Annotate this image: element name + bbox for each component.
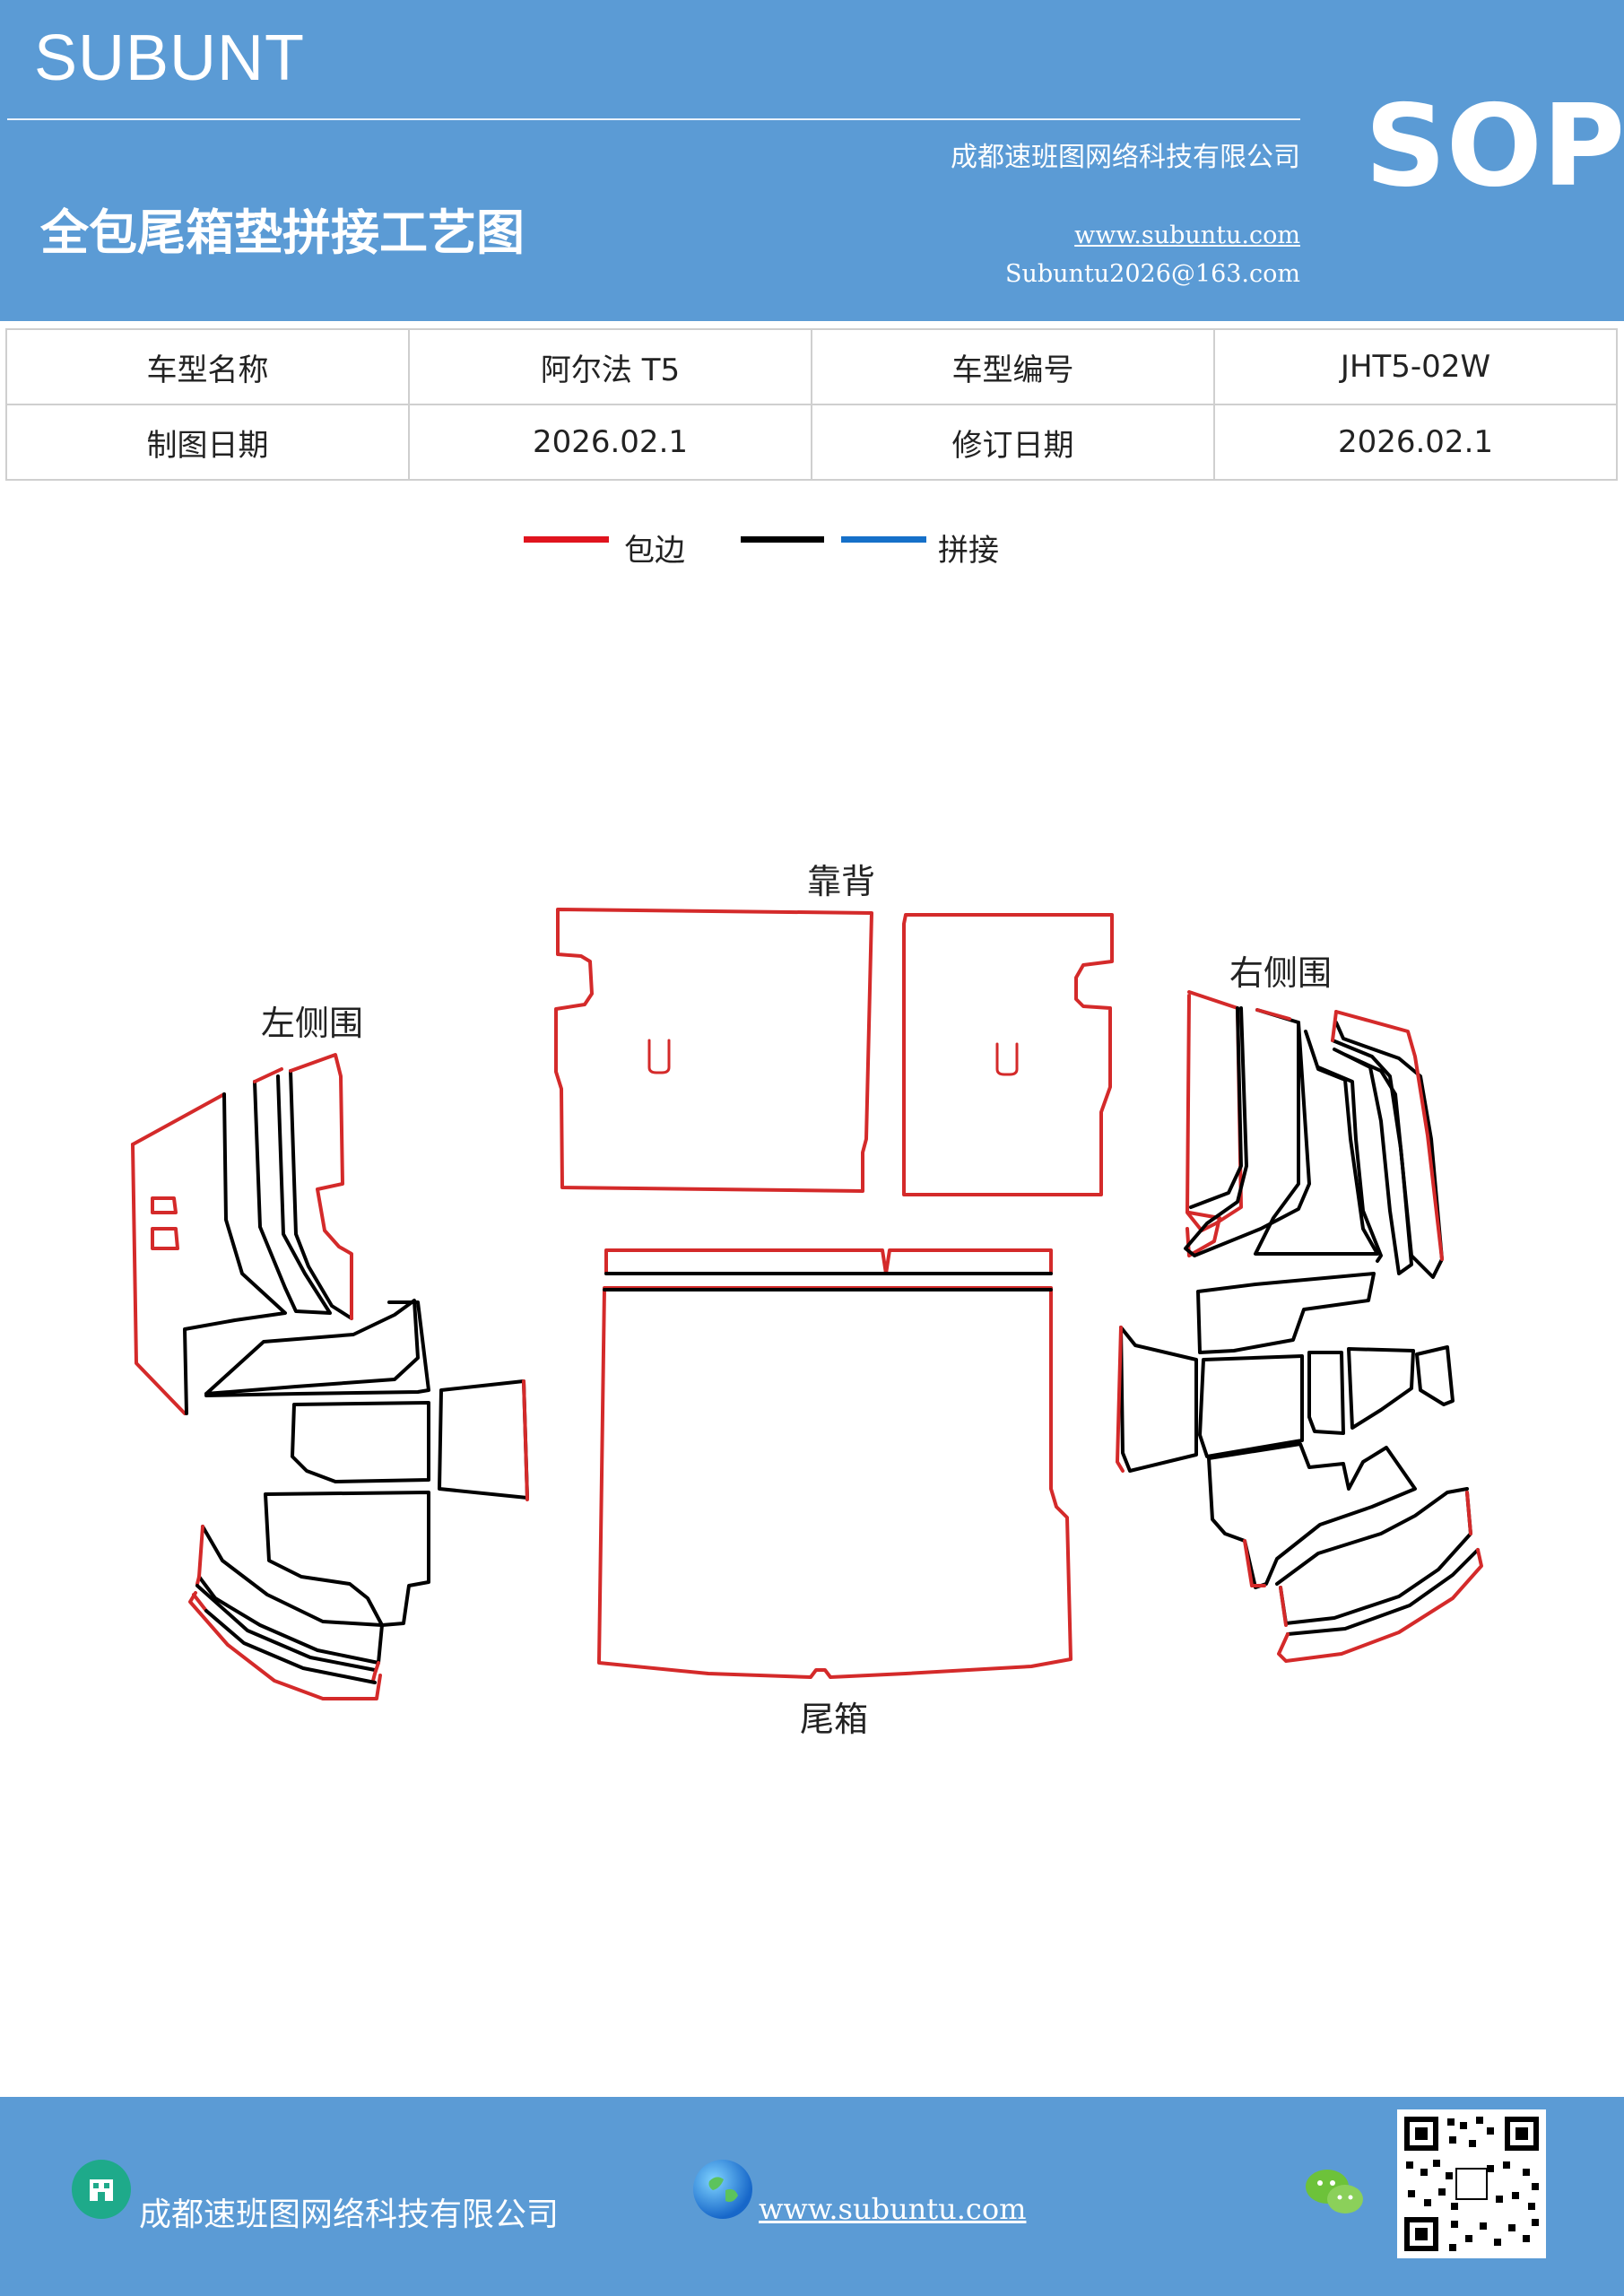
table-row: 车型名称 阿尔法 T5 车型编号 JHT5-02W [5,328,1618,405]
left-side-piece [289,1053,353,1320]
backrest-left-slot [647,1039,671,1074]
brand-name: SUBUNT [34,22,306,94]
right-side-piece [1347,1347,1415,1430]
left-side-piece [438,1379,529,1500]
left-side-piece [371,1661,380,1683]
wechat-icon [1304,2165,1367,2219]
edge-line-swatch [524,536,609,543]
left-side-piece [253,1074,332,1315]
right-side-piece [1465,1491,1472,1535]
left-side-label: 左侧围 [261,1004,363,1043]
globe-icon [693,2160,752,2219]
right-side-piece [1415,1345,1455,1406]
seam-line-swatch [841,536,926,543]
backrest-left-panel [554,908,873,1193]
right-side-piece [1116,1326,1125,1473]
left-side-piece [131,1143,187,1415]
right-side-piece [1184,1006,1311,1257]
right-side-piece [1307,1351,1345,1435]
right-side-piece [1207,1442,1417,1589]
vehicle-info-table: 车型名称 阿尔法 T5 车型编号 JHT5-02W 制图日期 2026.02.1… [5,328,1618,481]
left-side-piece [197,1525,384,1665]
header-email: Subuntu2026@163.com [1005,260,1300,288]
edge-legend-label: 包边 [624,533,685,569]
building-icon [72,2160,131,2219]
draw-date-label: 制图日期 [5,404,410,481]
company-name: 成都速班图网络科技有限公司 [951,142,1300,173]
left-side-piece [195,1584,377,1672]
backrest-right-slot [995,1042,1019,1076]
backrest-label: 靠背 [807,862,875,901]
revise-date-label: 修订日期 [811,404,1215,481]
right-side-piece [1333,1048,1413,1275]
right-side-label: 右侧围 [1229,953,1332,993]
trunk-top-strip-right [884,1248,1053,1275]
right-side-piece [1243,1539,1266,1587]
right-side-piece [1255,1008,1291,1021]
right-side-piece [1277,1548,1483,1663]
left-side-piece [253,1067,283,1083]
right-side-piece [1331,1010,1338,1042]
left-side-piece [188,1591,382,1700]
right-side-piece [1286,1548,1480,1636]
left-side-piece [204,1300,430,1397]
left-side-piece [289,1069,353,1320]
left-side-piece [151,1196,178,1214]
right-side-piece [1316,1065,1383,1263]
left-side-piece [183,1092,287,1415]
table-row: 制图日期 2026.02.1 修订日期 2026.02.1 [5,404,1618,481]
left-side-piece [195,1575,201,1586]
left-side-piece [204,1299,420,1396]
trunk-main-panel [597,1286,1073,1679]
left-side-piece [204,1609,377,1684]
right-side-piece [1196,1272,1376,1354]
left-side-piece [192,1593,208,1613]
qr-code-image [1397,2109,1546,2258]
left-side-piece [197,1525,204,1578]
left-side-piece [131,1092,226,1146]
model-code-label: 车型编号 [811,328,1215,405]
page-header [0,0,1624,321]
right-side-piece [1254,1021,1379,1256]
footer-company-name: 成都速班图网络科技有限公司 [139,2196,560,2233]
model-code-value: JHT5-02W [1213,328,1618,405]
revise-date-value: 2026.02.1 [1213,404,1618,481]
sop-badge: SOP [1365,80,1624,212]
model-name-value: 阿尔法 T5 [408,328,812,405]
header-divider [7,118,1300,120]
footer-website-link[interactable]: www.subuntu.com [759,2192,1027,2226]
left-side-piece [291,1401,430,1483]
right-side-piece [1189,1006,1243,1209]
header-website-link[interactable]: www.subuntu.com [1074,222,1300,249]
draw-date-value: 2026.02.1 [408,404,812,481]
backrest-right-panel [902,913,1114,1196]
trunk-top-strip-left [604,1248,888,1275]
left-side-piece [151,1227,179,1250]
trunk-label: 尾箱 [800,1700,868,1739]
black-line-swatch [741,536,824,543]
document-title: 全包尾箱垫拼接工艺图 [40,204,525,261]
right-side-piece [1275,1487,1469,1586]
model-name-label: 车型名称 [5,328,410,405]
right-side-piece [1185,990,1243,1232]
line-legend: 包边 拼接 [524,520,1062,574]
right-side-piece [1334,1010,1444,1261]
right-side-piece [1279,1586,1288,1627]
left-side-piece [522,1379,529,1501]
right-side-piece [1331,1021,1444,1279]
right-side-piece [1198,1354,1304,1458]
seam-legend-label: 拼接 [938,533,999,569]
right-side-piece [1119,1326,1198,1473]
